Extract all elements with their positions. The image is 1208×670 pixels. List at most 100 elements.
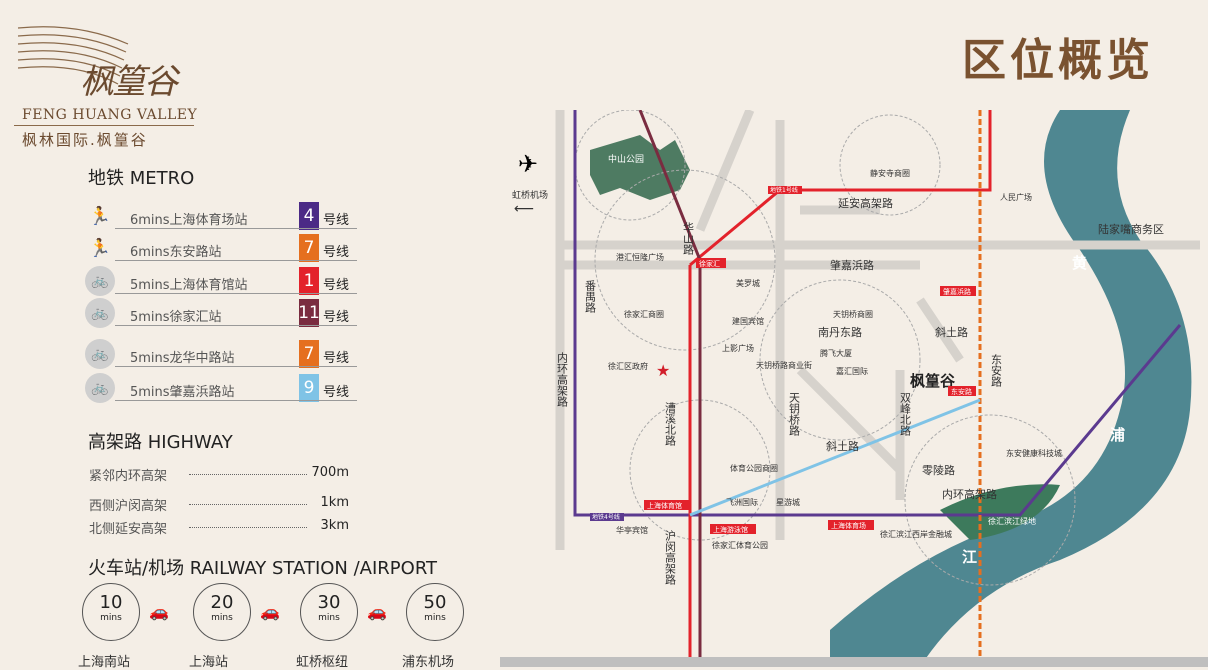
district-circles (574, 110, 1076, 586)
river-label-1: 黄 (1072, 254, 1087, 272)
metro-line-label: 号线 (323, 245, 350, 260)
travel-unit: mins (318, 613, 340, 623)
highway-name: 紧邻内环高架 (89, 469, 168, 484)
metro-line-4 (573, 110, 1182, 517)
metro-line-label: 号线 (323, 310, 350, 325)
bicycle-icon: 🚲 (85, 266, 115, 296)
line-label-1: 地铁1号线 (770, 186, 798, 194)
place-feizhou: 飞洲国际 (726, 498, 758, 507)
logo-divider (14, 125, 194, 126)
car-icon: 🚗 (260, 602, 280, 621)
road-xietu: 斜土路 (935, 326, 968, 339)
station-longhua: 上海游泳馆 (713, 525, 748, 534)
metro-text: 5mins徐家汇站 (130, 310, 222, 325)
place-xingyou: 星游城 (776, 497, 800, 507)
place-zhongshan: 中山公园 (608, 153, 644, 165)
road-panyu: 番禺路 (584, 280, 597, 314)
station-tiyuguan: 上海体育馆 (647, 501, 682, 510)
metro-line-label: 号线 (323, 213, 350, 228)
metro-text: 6mins上海体育场站 (130, 213, 248, 228)
river-label-3: 江 (962, 548, 977, 566)
station-xujiahui: 徐家汇 (699, 259, 720, 268)
road-tianyaoqiao: 天钥桥路 (788, 392, 801, 437)
metro-line-number: 7 (299, 234, 319, 262)
road-humin: 沪闵高架路 (664, 529, 677, 586)
place-tengfei: 腾飞大厦 (820, 348, 852, 358)
star-icon: ★ (656, 361, 670, 380)
travel-unit: mins (100, 613, 122, 623)
leader-dots (189, 527, 307, 528)
place-shangbiao: 上影广场 (722, 343, 754, 353)
road-dongan: 东安路 (990, 354, 1003, 388)
road-neihuan: 内环高架路 (942, 487, 997, 501)
place-fenghuang: 枫篁谷 (910, 372, 956, 390)
location-map: 中山公园 ✈ 虹桥机场 ⟵ 延安高架路 肇嘉浜路 南丹东路 斜土路 斜土路 零陵… (512, 110, 1200, 667)
metro-text: 5mins肇嘉浜路站 (130, 385, 235, 400)
row-divider (115, 366, 357, 367)
place-huating: 华亭宾馆 (616, 525, 648, 535)
leader-dots (189, 504, 307, 505)
place-xujiahui-tiyu: 徐家汇体育公园 (712, 540, 768, 550)
station-name: 虹桥枢纽 (296, 655, 349, 670)
airport-label: 虹桥机场 (512, 189, 548, 201)
metro-line-1 (688, 110, 992, 667)
metro-title: 地铁 METRO (88, 168, 195, 189)
place-tianyaoqiao-shang: 天钥桥商圈 (833, 309, 873, 319)
road-shuangfeng: 双峰北路 (899, 392, 912, 437)
binjiang-green (940, 484, 1060, 540)
line-label-4: 地铁4号线 (592, 513, 620, 521)
travel-minutes: 20 (210, 592, 234, 613)
road-nandan: 南丹东路 (818, 326, 862, 339)
place-xujiahui-shang: 徐家汇商圈 (624, 309, 664, 319)
logo-art-text: 枫篁谷 (80, 62, 178, 102)
place-xuhui-gov: 徐汇区政府 (608, 361, 648, 371)
road-yanan: 延安高架路 (838, 196, 893, 210)
bicycle-icon: 🚲 (85, 339, 115, 369)
car-icon: 🚗 (149, 602, 169, 621)
travel-minutes: 10 (99, 592, 123, 613)
station-name: 上海站 (189, 655, 229, 670)
walking-icon: 🏃 (88, 205, 112, 227)
page-title: 区位概览 (962, 35, 1154, 86)
leader-dots (189, 474, 307, 475)
travel-unit: mins (424, 613, 446, 623)
bicycle-icon: 🚲 (85, 373, 115, 403)
metro-line-number: 7 (299, 340, 319, 368)
place-jianguo: 建国宾馆 (732, 316, 764, 326)
highway-distance: 3km (320, 518, 349, 533)
station-zhaojiabang: 肇嘉浜路 (943, 287, 971, 296)
road-caoxi: 漕溪北路 (664, 401, 677, 447)
metro-text: 5mins上海体育馆站 (130, 278, 248, 293)
metro-text: 6mins东安路站 (130, 245, 222, 260)
highway-row: 西侧沪闵高架 1km (89, 495, 359, 514)
metro-line-number: 4 (299, 202, 319, 230)
place-meiluo: 美罗城 (736, 278, 760, 288)
logo-chinese: 枫林国际.枫篁谷 (22, 131, 148, 149)
logo-roof-graphic (17, 26, 129, 85)
railway-title: 火车站/机场 RAILWAY STATION /AIRPORT (88, 558, 438, 579)
road-neihuan-vertical: 内环高架路 (556, 351, 569, 408)
highway-distance: 1km (320, 495, 349, 510)
metro-row: 🏃 6mins上海体育场站 4 号线 (85, 201, 357, 231)
place-lujiazui: 陆家嘴商务区 (1098, 222, 1164, 236)
logo-english: FENG HUANG VALLEY (22, 107, 198, 123)
metro-line-number: 1 (299, 267, 319, 295)
place-xuhui-binjiang: 徐汇滨江西岸金融城 (880, 529, 952, 539)
row-divider (115, 260, 357, 261)
station-name: 浦东机场 (402, 655, 455, 670)
travel-unit: mins (211, 613, 233, 623)
row-divider (115, 400, 357, 401)
metro-line-label: 号线 (323, 278, 350, 293)
vertical-road-labels: 东安路 天钥桥路 双峰北路 漕溪北路 沪闵高架路 番禺路 华山路 内环高架路 (556, 221, 1003, 586)
metro-line-label: 号线 (323, 351, 350, 366)
car-icon: 🚗 (367, 602, 387, 621)
highway-name: 西侧沪闵高架 (89, 499, 168, 514)
